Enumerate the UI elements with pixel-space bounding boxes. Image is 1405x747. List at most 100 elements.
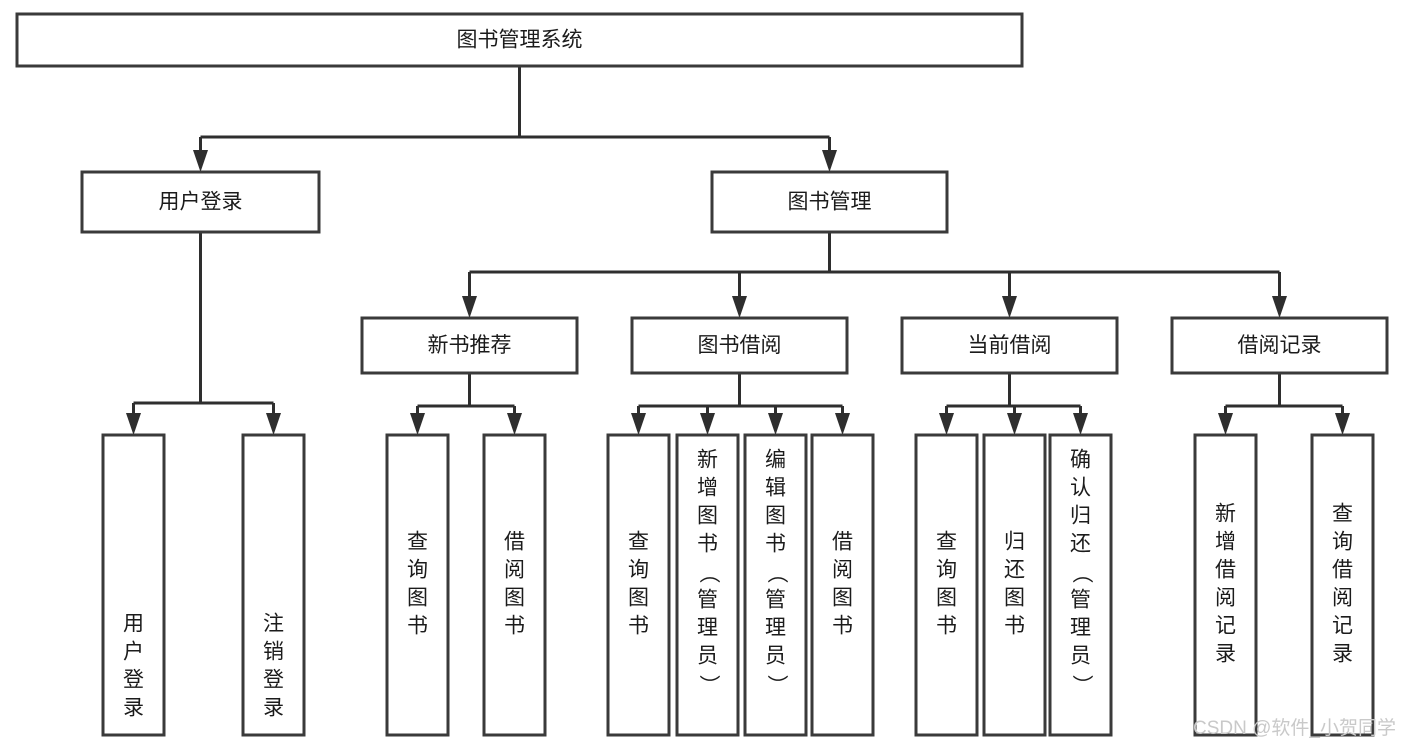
node-box-user-login[interactable] <box>80 170 321 234</box>
node-label-char-leaf-borrow-book-2-2: 图 <box>832 587 853 610</box>
arrowhead-leaf-add-record <box>1218 413 1233 435</box>
arrowhead-leaf-add-book <box>700 413 715 435</box>
node-leaf-query-book-3[interactable]: 查询图书查询图书 <box>914 433 979 737</box>
node-label-char-leaf-query-book-2-3: 书 <box>628 615 649 638</box>
node-label-char-leaf-add-record-3: 阅 <box>1215 587 1236 610</box>
node-user-login[interactable]: 用户登录 <box>80 170 321 234</box>
node-label-char-leaf-edit-book-2: 图 <box>765 505 786 528</box>
node-layer: 图书管理系统用户登录图书管理新书推荐图书借阅当前借阅借阅记录用户登录用户登录注销… <box>15 12 1389 737</box>
arrowhead-new-book-rec <box>462 296 477 318</box>
node-label-char-leaf-borrow-book-2-1: 阅 <box>832 559 853 582</box>
node-box-leaf-query-book-3[interactable] <box>914 433 979 737</box>
node-book-borrow[interactable]: 图书借阅 <box>630 316 849 375</box>
node-label-char-leaf-add-book-1: 增 <box>697 477 718 500</box>
node-leaf-query-book-2[interactable]: 查询图书查询图书 <box>606 433 671 737</box>
node-box-leaf-edit-book[interactable] <box>743 433 808 737</box>
node-box-current-borrow[interactable] <box>900 316 1119 375</box>
arrowhead-leaf-borrow-book-2 <box>835 413 850 435</box>
node-label-char-leaf-edit-book-3: 书 <box>765 533 786 556</box>
node-label-book-borrow: 图书借阅 <box>698 334 782 357</box>
arrowhead-user-login <box>193 150 208 172</box>
node-box-leaf-user-login[interactable] <box>101 433 166 737</box>
node-label-char-leaf-add-book-0: 新 <box>697 449 718 472</box>
node-new-book-rec[interactable]: 新书推荐 <box>360 316 579 375</box>
node-label-char-leaf-edit-book-1: 辑 <box>765 477 786 500</box>
watermark-label: CSDN @软件_小贺同学 <box>1193 717 1396 739</box>
node-box-leaf-add-book[interactable] <box>675 433 740 737</box>
node-label-char-leaf-user-logout-1: 销 <box>263 641 284 664</box>
node-leaf-borrow-book-2[interactable]: 借阅图书借阅图书 <box>810 433 875 737</box>
node-label-char-leaf-confirm-return-4: （ <box>1070 563 1093 584</box>
node-label-char-leaf-edit-book-5: 管 <box>765 589 786 612</box>
node-label-char-leaf-query-book-3-1: 询 <box>936 559 957 582</box>
node-label-char-leaf-add-record-1: 增 <box>1215 531 1236 554</box>
node-label-char-leaf-borrow-book-2-3: 书 <box>832 615 853 638</box>
node-box-leaf-add-record[interactable] <box>1193 433 1258 737</box>
node-box-leaf-confirm-return[interactable] <box>1048 433 1113 737</box>
node-label-char-leaf-add-book-5: 管 <box>697 589 718 612</box>
node-label-char-leaf-query-record-4: 记 <box>1332 615 1353 638</box>
node-label-char-leaf-return-book-3: 书 <box>1004 615 1025 638</box>
node-label-new-book-rec: 新书推荐 <box>428 334 512 357</box>
node-label-char-leaf-user-logout-2: 登 <box>263 669 284 692</box>
node-box-book-manage[interactable] <box>710 170 949 234</box>
arrowhead-leaf-query-book-1 <box>410 413 425 435</box>
node-label-char-leaf-borrow-book-1-2: 图 <box>504 587 525 610</box>
node-box-leaf-borrow-book-1[interactable] <box>482 433 547 737</box>
node-label-char-leaf-add-record-2: 借 <box>1215 559 1236 582</box>
node-label-char-leaf-edit-book-4: （ <box>765 563 788 584</box>
arrowhead-leaf-return-book <box>1007 413 1022 435</box>
node-box-new-book-rec[interactable] <box>360 316 579 375</box>
arrowhead-leaf-user-logout <box>266 413 281 435</box>
node-leaf-user-logout[interactable]: 注销登录注销登录 <box>241 433 306 737</box>
node-label-user-login: 用户登录 <box>159 191 243 214</box>
node-label-char-leaf-add-record-5: 录 <box>1215 643 1236 666</box>
node-book-manage[interactable]: 图书管理 <box>710 170 949 234</box>
node-label-char-leaf-query-record-2: 借 <box>1332 559 1353 582</box>
node-box-leaf-query-book-1[interactable] <box>385 433 450 737</box>
node-leaf-return-book[interactable]: 归还图书归还图书 <box>982 433 1047 737</box>
node-label-book-manage: 图书管理 <box>788 191 872 214</box>
node-label-char-leaf-add-book-2: 图 <box>697 505 718 528</box>
node-box-leaf-query-record[interactable] <box>1310 433 1375 737</box>
node-label-char-leaf-query-book-1-2: 图 <box>407 587 428 610</box>
node-leaf-borrow-book-1[interactable]: 借阅图书借阅图书 <box>482 433 547 737</box>
arrowhead-leaf-confirm-return <box>1073 413 1088 435</box>
node-leaf-add-record[interactable]: 新增借阅记录新增借阅记录 <box>1193 433 1258 737</box>
arrowhead-book-manage <box>822 150 837 172</box>
node-box-borrow-record[interactable] <box>1170 316 1389 375</box>
node-current-borrow[interactable]: 当前借阅 <box>900 316 1119 375</box>
node-leaf-query-book-1[interactable]: 查询图书查询图书 <box>385 433 450 737</box>
node-label-char-leaf-return-book-0: 归 <box>1004 531 1025 554</box>
node-borrow-record[interactable]: 借阅记录 <box>1170 316 1389 375</box>
node-box-root[interactable] <box>15 12 1024 68</box>
node-label-char-leaf-query-book-1-1: 询 <box>407 559 428 582</box>
node-label-current-borrow: 当前借阅 <box>968 334 1052 357</box>
node-box-book-borrow[interactable] <box>630 316 849 375</box>
node-label-char-leaf-query-book-2-2: 图 <box>628 587 649 610</box>
node-label-borrow-record: 借阅记录 <box>1238 334 1322 357</box>
node-label-char-leaf-borrow-book-1-1: 阅 <box>504 559 525 582</box>
node-box-leaf-user-logout[interactable] <box>241 433 306 737</box>
node-label-char-leaf-query-book-3-3: 书 <box>936 615 957 638</box>
node-root[interactable]: 图书管理系统 <box>15 12 1024 68</box>
node-box-leaf-borrow-book-2[interactable] <box>810 433 875 737</box>
node-leaf-user-login[interactable]: 用户登录用户登录 <box>101 433 166 737</box>
node-label-char-leaf-borrow-book-1-3: 书 <box>504 615 525 638</box>
node-label-char-leaf-confirm-return-0: 确 <box>1070 449 1091 472</box>
arrowhead-borrow-record <box>1272 296 1287 318</box>
arrowhead-leaf-query-book-3 <box>939 413 954 435</box>
node-label-char-leaf-add-book-3: 书 <box>697 533 718 556</box>
node-leaf-query-record[interactable]: 查询借阅记录查询借阅记录 <box>1310 433 1375 737</box>
connector-layer <box>126 66 1350 435</box>
node-label-char-leaf-user-login-3: 录 <box>123 697 144 720</box>
node-label-char-leaf-borrow-book-1-0: 借 <box>504 531 525 554</box>
node-box-leaf-query-book-2[interactable] <box>606 433 671 737</box>
node-box-leaf-return-book[interactable] <box>982 433 1047 737</box>
node-label-char-leaf-add-book-6: 理 <box>697 617 718 640</box>
node-label-char-leaf-borrow-book-2-0: 借 <box>832 531 853 554</box>
